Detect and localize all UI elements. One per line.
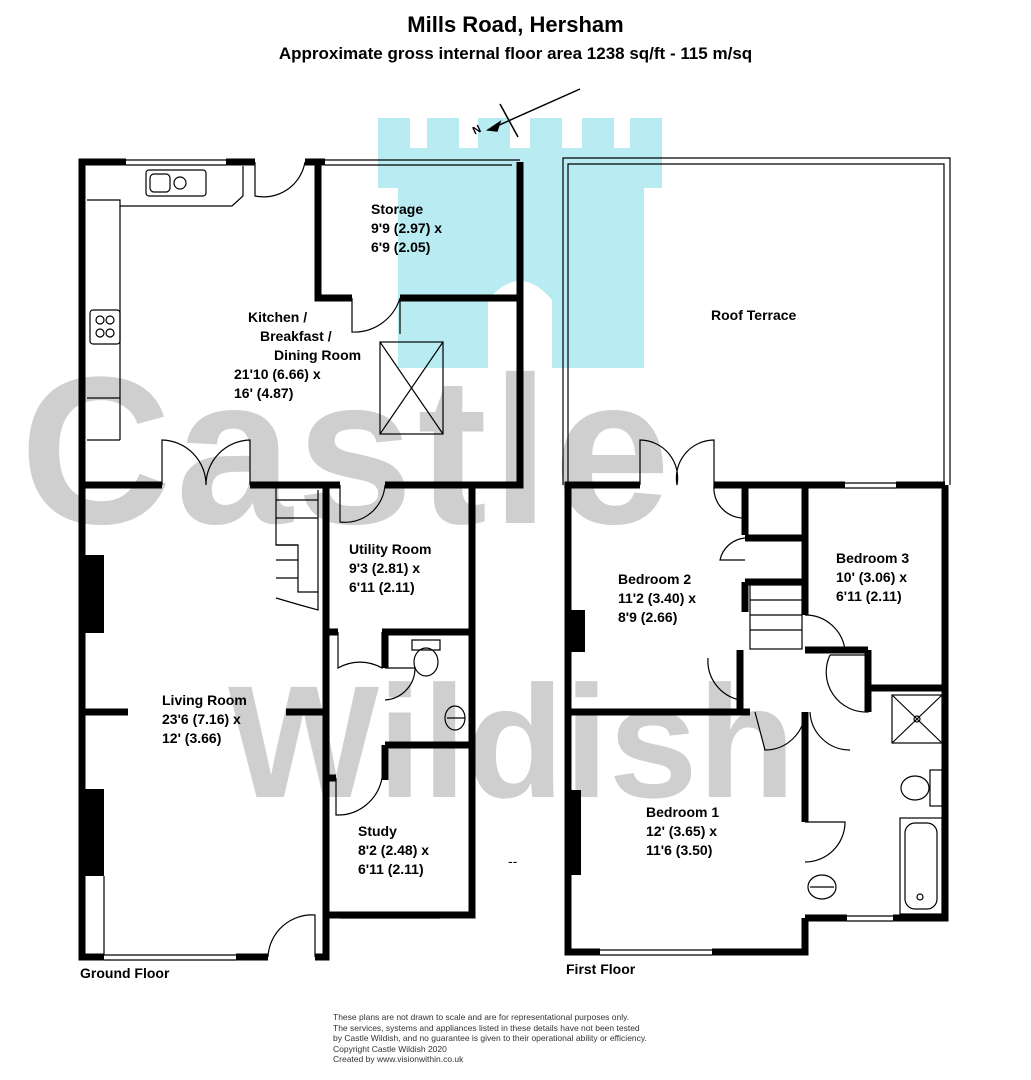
room-dimension: 16' (4.87) — [234, 385, 294, 401]
compass-icon — [485, 88, 581, 138]
disclaimer-line: by Castle Wildish, and no guarantee is g… — [333, 1033, 647, 1043]
room-name: Utility Room — [349, 541, 432, 557]
room-dimension: 11'6 (3.50) — [646, 842, 713, 858]
room-name: Living Room — [162, 692, 247, 708]
room-label-bedroom1: Bedroom 1 12' (3.65) x 11'6 (3.50) — [646, 803, 719, 860]
room-name: Study — [358, 823, 397, 839]
stray-mark: -- — [508, 853, 518, 869]
room-dimension: 6'11 (2.11) — [349, 579, 415, 595]
room-name: Roof Terrace — [711, 307, 797, 323]
disclaimer-line: Created by www.visionwithin.co.uk — [333, 1054, 464, 1064]
room-label-kitchen: Kitchen / Breakfast / Dining Room 21'10 … — [234, 308, 362, 403]
room-label-utility: Utility Room 9'3 (2.81) x 6'11 (2.11) — [349, 540, 431, 597]
roof-terrace-outline — [562, 157, 951, 485]
room-dimension: 10' (3.06) x — [836, 569, 908, 585]
room-name: Kitchen / — [248, 309, 308, 325]
disclaimer-line: The services, systems and appliances lis… — [333, 1022, 640, 1033]
floor-label-ground: Ground Floor — [80, 965, 170, 981]
disclaimer-line: Copyright Castle Wildish 2020 — [333, 1043, 447, 1054]
room-name: Bedroom 2 — [618, 571, 692, 587]
room-dimension: 8'9 (2.66) — [618, 609, 678, 625]
room-dimension: 6'11 (2.11) — [836, 588, 902, 604]
room-dimension: 6'9 (2.05) — [371, 239, 431, 255]
room-name: Bedroom 3 — [836, 550, 910, 566]
room-dimension: 9'3 (2.81) x — [349, 560, 421, 576]
ground-floor-thin-lines — [87, 159, 520, 961]
room-label-living: Living Room 23'6 (7.16) x 12' (3.66) — [162, 691, 247, 748]
room-dimension: 11'2 (3.40) x — [618, 590, 697, 606]
room-dimension: 21'10 (6.66) x — [234, 366, 321, 382]
room-label-bedroom3: Bedroom 3 10' (3.06) x 6'11 (2.11) — [836, 549, 909, 606]
disclaimer-line: These plans are not drawn to scale and a… — [333, 1012, 630, 1022]
room-dimension: 6'11 (2.11) — [358, 861, 424, 877]
room-dimension: 9'9 (2.97) x — [371, 220, 443, 236]
room-dimension: 12' (3.66) — [162, 730, 222, 746]
floor-label-first: First Floor — [566, 961, 636, 977]
compass-label: N — [471, 123, 483, 137]
room-name: Dining Room — [274, 347, 362, 363]
first-floor-walls — [564, 481, 949, 956]
ground-floor-walls — [78, 158, 524, 961]
room-label-storage: Storage 9'9 (2.97) x 6'9 (2.05) — [371, 200, 442, 257]
room-label-study: Study 8'2 (2.48) x 6'11 (2.11) — [358, 822, 429, 879]
watermark-text-castle: Castle — [20, 333, 675, 568]
room-dimension: 12' (3.65) x — [646, 823, 718, 839]
page-subtitle: Approximate gross internal floor area 12… — [278, 44, 753, 63]
room-name: Storage — [371, 201, 424, 217]
room-label-roof-terrace: Roof Terrace — [711, 306, 796, 325]
room-name: Bedroom 1 — [646, 804, 720, 820]
page-title: Mills Road, Hersham — [407, 12, 624, 37]
first-floor-thin-lines — [600, 439, 943, 956]
room-label-bedroom2: Bedroom 2 11'2 (3.40) x 8'9 (2.66) — [618, 570, 696, 627]
room-dimension: 8'2 (2.48) x — [358, 842, 430, 858]
room-name: Breakfast / — [260, 328, 332, 344]
disclaimer: These plans are not drawn to scale and a… — [333, 1012, 647, 1065]
room-dimension: 23'6 (7.16) x — [162, 711, 241, 727]
